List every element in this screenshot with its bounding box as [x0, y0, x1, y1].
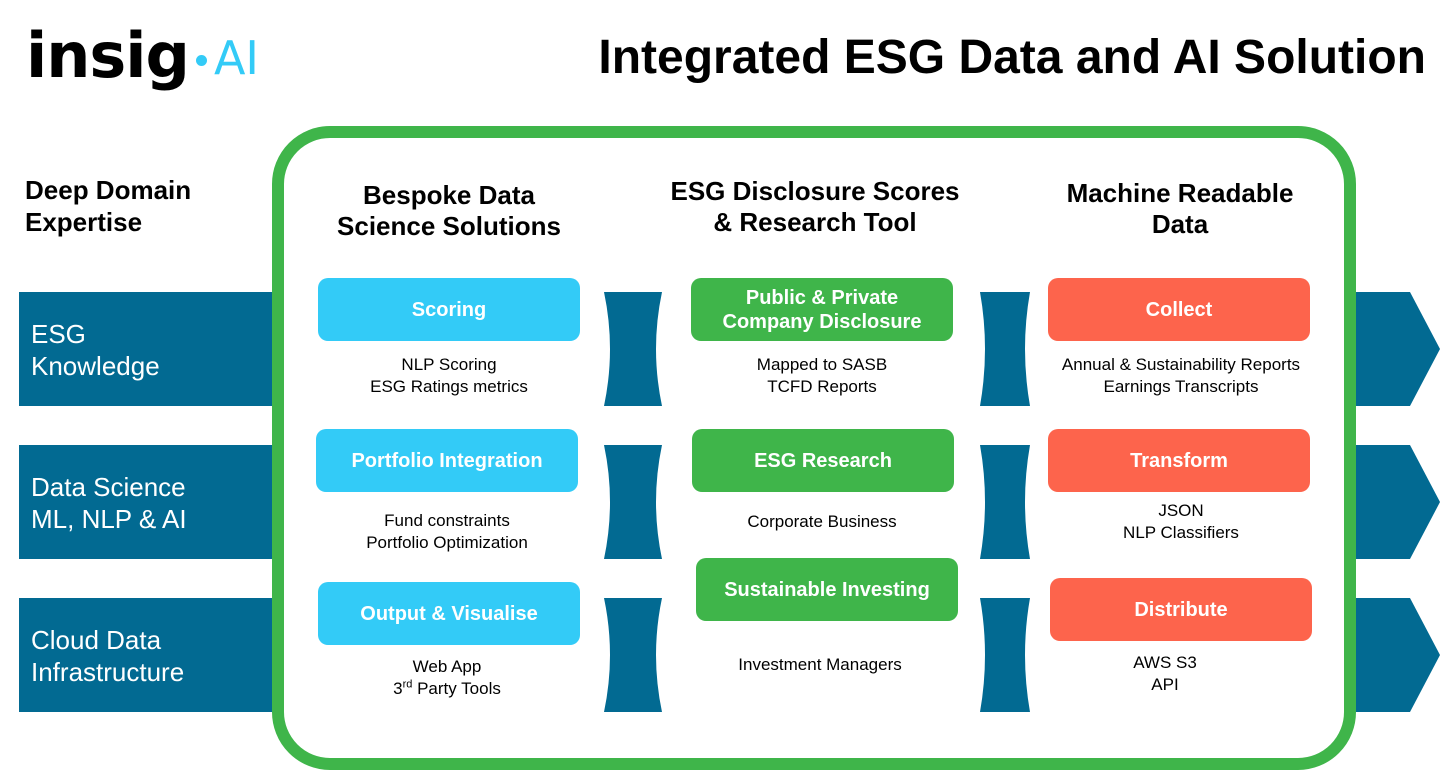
esg-research-description: Corporate Business [691, 511, 953, 533]
band-label-esg-knowledge: ESG Knowledge [31, 318, 160, 382]
ordinal-suffix: rd [402, 678, 413, 691]
insig-ai-logo: insig AI [26, 10, 286, 100]
description-line1: Corporate Business [747, 512, 897, 531]
band-label-line2: Knowledge [31, 351, 160, 381]
connector-col1-col2 [604, 292, 662, 712]
description-line1: Annual & Sustainability Reports [1061, 355, 1301, 374]
pill-scoring: Scoring [318, 278, 580, 341]
expertise-title-line1: Deep Domain [25, 175, 192, 205]
sustainable-investing-description: Investment Managers [689, 654, 951, 676]
arrow-head-data-science [1340, 445, 1440, 559]
column-title-bespoke: Bespoke Data Science Solutions [318, 180, 580, 242]
distribute-description: AWS S3 API [1034, 652, 1296, 696]
column-title-machine-readable: Machine Readable Data [1040, 178, 1320, 240]
pill-esg-research: ESG Research [692, 429, 954, 492]
description-line2: 3rd Party Tools [316, 678, 578, 700]
logo-ai-suffix: AI [213, 31, 259, 85]
band-esg-knowledge [19, 292, 295, 406]
band-label-line2: Infrastructure [31, 657, 185, 687]
description-line1: Web App [412, 657, 482, 676]
band-label-line1: Cloud Data [31, 625, 162, 655]
pill-label-line2: Company Disclosure [722, 310, 922, 333]
band-data-science [19, 445, 295, 559]
description-line1: Mapped to SASB [756, 355, 888, 374]
pill-portfolio-integration: Portfolio Integration [316, 429, 578, 492]
arrow-head-esg [1340, 292, 1440, 406]
output-visualise-description: Web App 3rd Party Tools [316, 656, 578, 700]
band-label-data-science: Data Science ML, NLP & AI [31, 471, 187, 535]
band-label-line1: Data Science [31, 472, 186, 502]
band-label-line2: ML, NLP & AI [31, 504, 187, 534]
description-line2: API [1151, 675, 1179, 694]
description-rest: Party Tools [412, 679, 501, 698]
pill-label-line1: Public & Private [745, 286, 899, 309]
description-line2: NLP Classifiers [1123, 523, 1239, 542]
description-line1: AWS S3 [1133, 653, 1197, 672]
logo-dot [195, 54, 207, 66]
collect-description: Annual & Sustainability Reports Earnings… [1032, 354, 1330, 398]
ordinal-number: 3 [393, 679, 403, 698]
description-line2: Portfolio Optimization [366, 533, 528, 552]
pill-transform: Transform [1048, 429, 1310, 492]
connector-col2-col3 [980, 292, 1030, 712]
pill-sustainable-investing: Sustainable Investing [696, 558, 958, 621]
description-line1: JSON [1158, 501, 1204, 520]
public-private-disclosure-description: Mapped to SASB TCFD Reports [691, 354, 953, 398]
column-title-line1: Bespoke Data [363, 180, 535, 210]
description-line1: Investment Managers [738, 655, 902, 674]
expertise-title-line2: Expertise [25, 207, 143, 237]
pill-output-visualise: Output & Visualise [318, 582, 580, 645]
column-title-line2: & Research Tool [713, 207, 917, 237]
arrow-head-cloud [1340, 598, 1440, 712]
column-title-line1: ESG Disclosure Scores [670, 176, 960, 206]
description-line1: Fund constraints [384, 511, 510, 530]
pill-collect: Collect [1048, 278, 1310, 341]
band-label-cloud-data: Cloud Data Infrastructure [31, 624, 184, 688]
description-line2: Earnings Transcripts [1103, 377, 1259, 396]
band-cloud-data [19, 598, 295, 712]
band-label-line1: ESG [31, 319, 86, 349]
pill-distribute: Distribute [1050, 578, 1312, 641]
column-title-line2: Science Solutions [337, 211, 561, 241]
expertise-title: Deep Domain Expertise [25, 174, 255, 238]
column-title-line1: Machine Readable [1066, 178, 1294, 208]
description-line1: NLP Scoring [401, 355, 497, 374]
description-line2: TCFD Reports [767, 377, 877, 396]
description-line2: ESG Ratings metrics [370, 377, 528, 396]
transform-description: JSON NLP Classifiers [1050, 500, 1312, 544]
page-title: Integrated ESG Data and AI Solution [598, 31, 1426, 84]
logo-wordmark: insig [26, 18, 190, 92]
column-title-line2: Data [1151, 209, 1209, 239]
pill-public-private-disclosure: Public & Private Company Disclosure [691, 278, 953, 341]
column-title-esg-disclosure: ESG Disclosure Scores & Research Tool [650, 176, 980, 238]
portfolio-integration-description: Fund constraints Portfolio Optimization [316, 510, 578, 554]
scoring-description: NLP Scoring ESG Ratings metrics [318, 354, 580, 398]
